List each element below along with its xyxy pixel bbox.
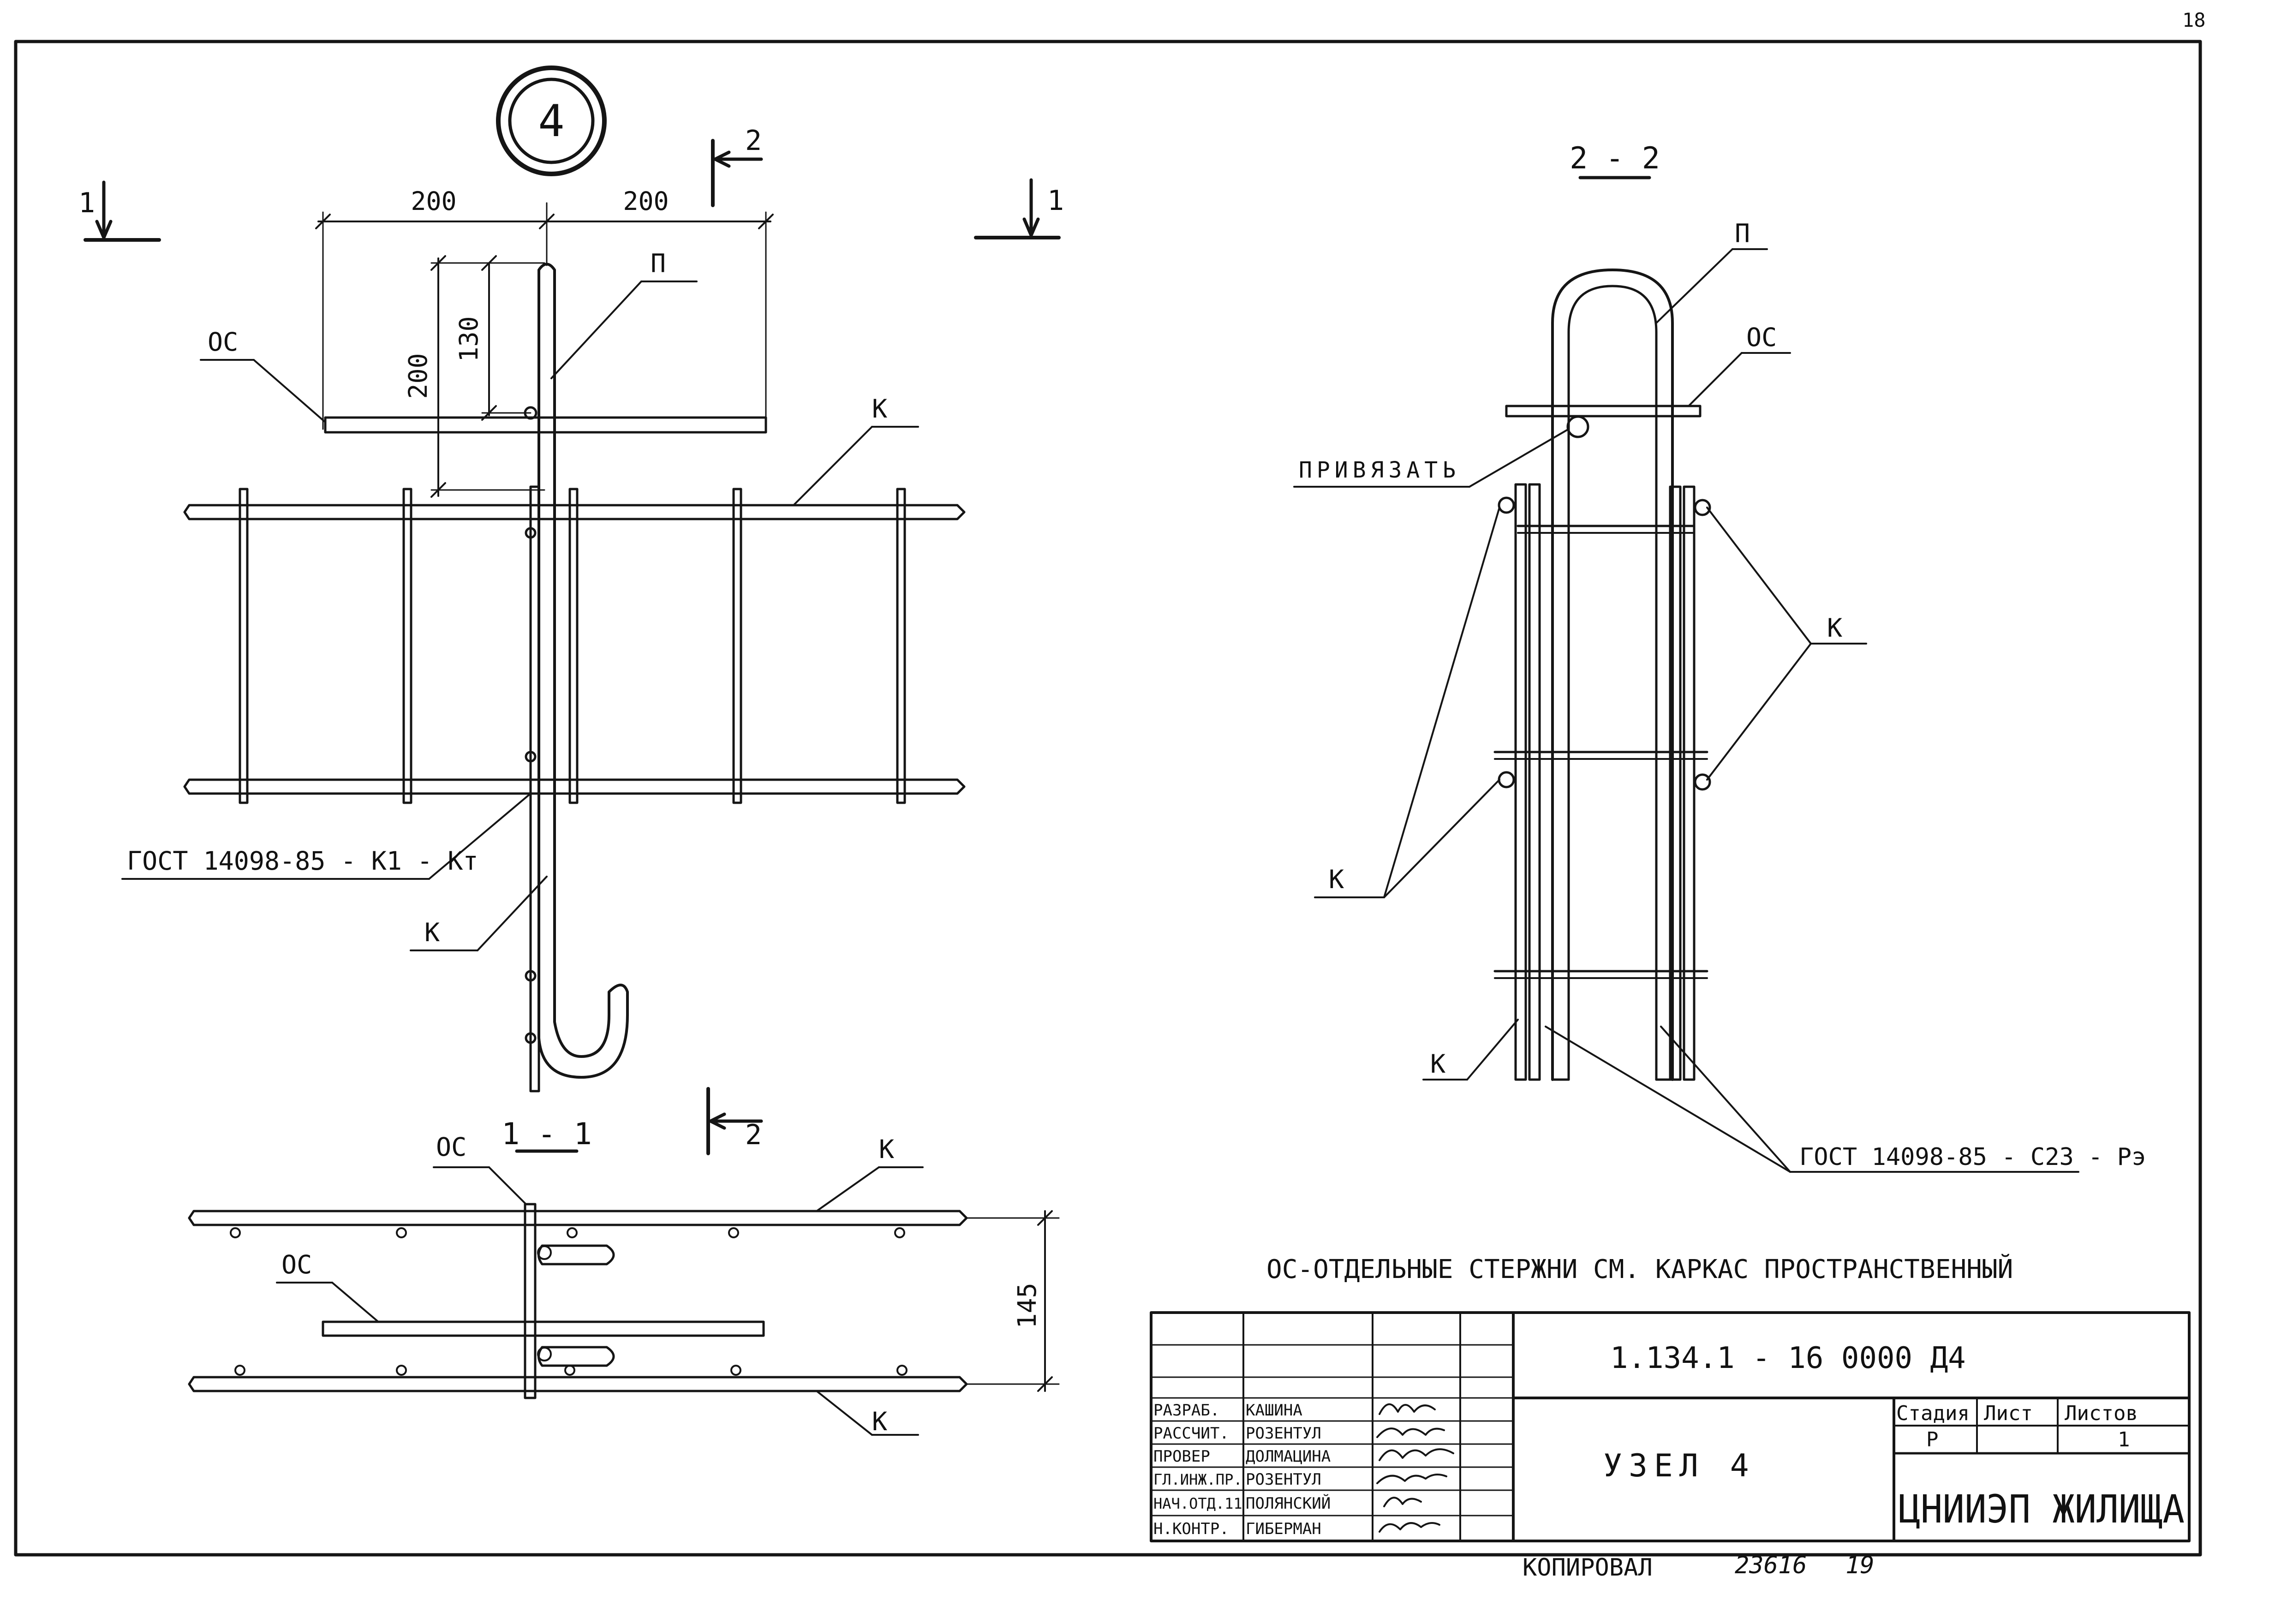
svg-text:2: 2 [745, 1119, 762, 1151]
plan-label-gost: ГОСТ 14098-85 - К1 - Кт [127, 846, 478, 876]
dim-200-left: 200 [411, 186, 456, 216]
section-2-2: 2 - 2 П ОС ПРИВЯЗАТЬ [1293, 141, 2146, 1173]
plan-view: 200 200 200 130 [121, 186, 966, 1093]
organization: ЦНИИЭП ЖИЛИЩА [1899, 1487, 2185, 1532]
svg-text:Р: Р [1926, 1428, 1939, 1451]
svg-text:ГЛ.ИНЖ.ПР.: ГЛ.ИНЖ.ПР. [1153, 1471, 1242, 1488]
footer-format: 19 [1845, 1552, 1875, 1579]
svg-text:ОС: ОС [1746, 322, 1777, 352]
page-number: 18 [2182, 9, 2206, 31]
svg-text:К: К [1827, 613, 1842, 643]
title-block: РАЗРАБ. КАШИНА РАССЧИТ. РОЗЕНТУЛ ПРОВЕР … [1150, 1311, 2191, 1542]
plan-label-os: ОС [208, 327, 238, 357]
svg-text:РАССЧИТ.: РАССЧИТ. [1153, 1424, 1229, 1443]
svg-text:К: К [1329, 865, 1344, 894]
svg-text:Стадия: Стадия [1896, 1402, 1970, 1425]
svg-text:КАШИНА: КАШИНА [1246, 1401, 1302, 1420]
section-1-1-bar-dots [230, 1227, 908, 1376]
dim-130-vertical: 130 [454, 316, 484, 362]
svg-text:РОЗЕНТУЛ: РОЗЕНТУЛ [1246, 1424, 1321, 1443]
dim-145: 145 [1012, 1283, 1042, 1328]
section-1-1-title: 1 - 1 [502, 1117, 592, 1152]
svg-text:РОЗЕНТУЛ: РОЗЕНТУЛ [1246, 1470, 1321, 1489]
section-mark-2-top: 2 [711, 125, 763, 207]
sheet-frame [14, 40, 2202, 1557]
node-number: 4 [538, 96, 564, 147]
svg-text:ОС: ОС [281, 1250, 312, 1279]
svg-text:2: 2 [745, 125, 762, 157]
svg-text:ОС: ОС [436, 1132, 466, 1162]
section-mark-1-left: 1 [78, 180, 161, 242]
sheet-title: УЗЕЛ 4 [1603, 1448, 1756, 1484]
svg-text:1: 1 [2118, 1428, 2130, 1451]
svg-text:РАЗРАБ.: РАЗРАБ. [1153, 1401, 1219, 1420]
svg-text:ДОЛМАЦИНА: ДОЛМАЦИНА [1246, 1447, 1331, 1466]
svg-text:ПРОВЕР: ПРОВЕР [1153, 1447, 1210, 1466]
svg-text:П: П [1735, 219, 1750, 248]
svg-text:Лист: Лист [1984, 1402, 2033, 1425]
svg-text:1: 1 [1047, 185, 1064, 217]
plan-long-bar-bottom [183, 778, 966, 795]
section-mark-2-bottom: 2 [706, 1087, 763, 1155]
plan-label-p: П [651, 249, 666, 278]
section-2-2-gost: ГОСТ 14098-85 - С23 - Рэ [1799, 1143, 2146, 1171]
svg-text:НАЧ.ОТД.11: НАЧ.ОТД.11 [1153, 1495, 1242, 1512]
svg-text:Н.КОНТР.: Н.КОНТР. [1153, 1520, 1229, 1538]
dim-200-vertical: 200 [403, 353, 433, 399]
doc-code: 1.134.1 - 16 0000 Д4 [1610, 1341, 1966, 1375]
section-2-2-title: 2 - 2 [1570, 141, 1660, 176]
plan-long-bar-top [183, 504, 966, 520]
section-1-1: 1 - 1 145 ОС [188, 1117, 1060, 1436]
plan-p-hook [537, 263, 629, 1079]
svg-text:К: К [872, 1407, 887, 1436]
section-2-2-p-loop [1551, 269, 1674, 1081]
svg-text:ПОЛЯНСКИЙ: ПОЛЯНСКИЙ [1246, 1494, 1331, 1513]
svg-text:ПРИВЯЗАТЬ: ПРИВЯЗАТЬ [1299, 457, 1460, 483]
signatures [1376, 1403, 1454, 1533]
footer-number: 23616 [1735, 1552, 1807, 1579]
plan-label-k-top: К [872, 394, 887, 424]
svg-text:Листов: Листов [2065, 1402, 2138, 1425]
svg-text:К: К [1430, 1049, 1445, 1079]
section-mark-1-right: 1 [974, 178, 1064, 239]
general-note: ОС-ОТДЕЛЬНЫЕ СТЕРЖНИ СМ. КАРКАС ПРОСТРАН… [1266, 1254, 2013, 1284]
plan-vertical-bar [529, 485, 540, 1093]
dim-200-right: 200 [623, 186, 669, 216]
plan-separate-bar [324, 416, 767, 434]
footer-copied: КОПИРОВАЛ [1523, 1554, 1653, 1582]
node-number-marker: 4 [496, 66, 607, 176]
svg-text:ГИБЕРМАН: ГИБЕРМАН [1246, 1520, 1321, 1538]
svg-text:1: 1 [78, 187, 95, 219]
plan-label-k-bottom: К [424, 918, 440, 947]
plan-cross-bars [239, 488, 906, 804]
svg-text:К: К [879, 1134, 894, 1164]
